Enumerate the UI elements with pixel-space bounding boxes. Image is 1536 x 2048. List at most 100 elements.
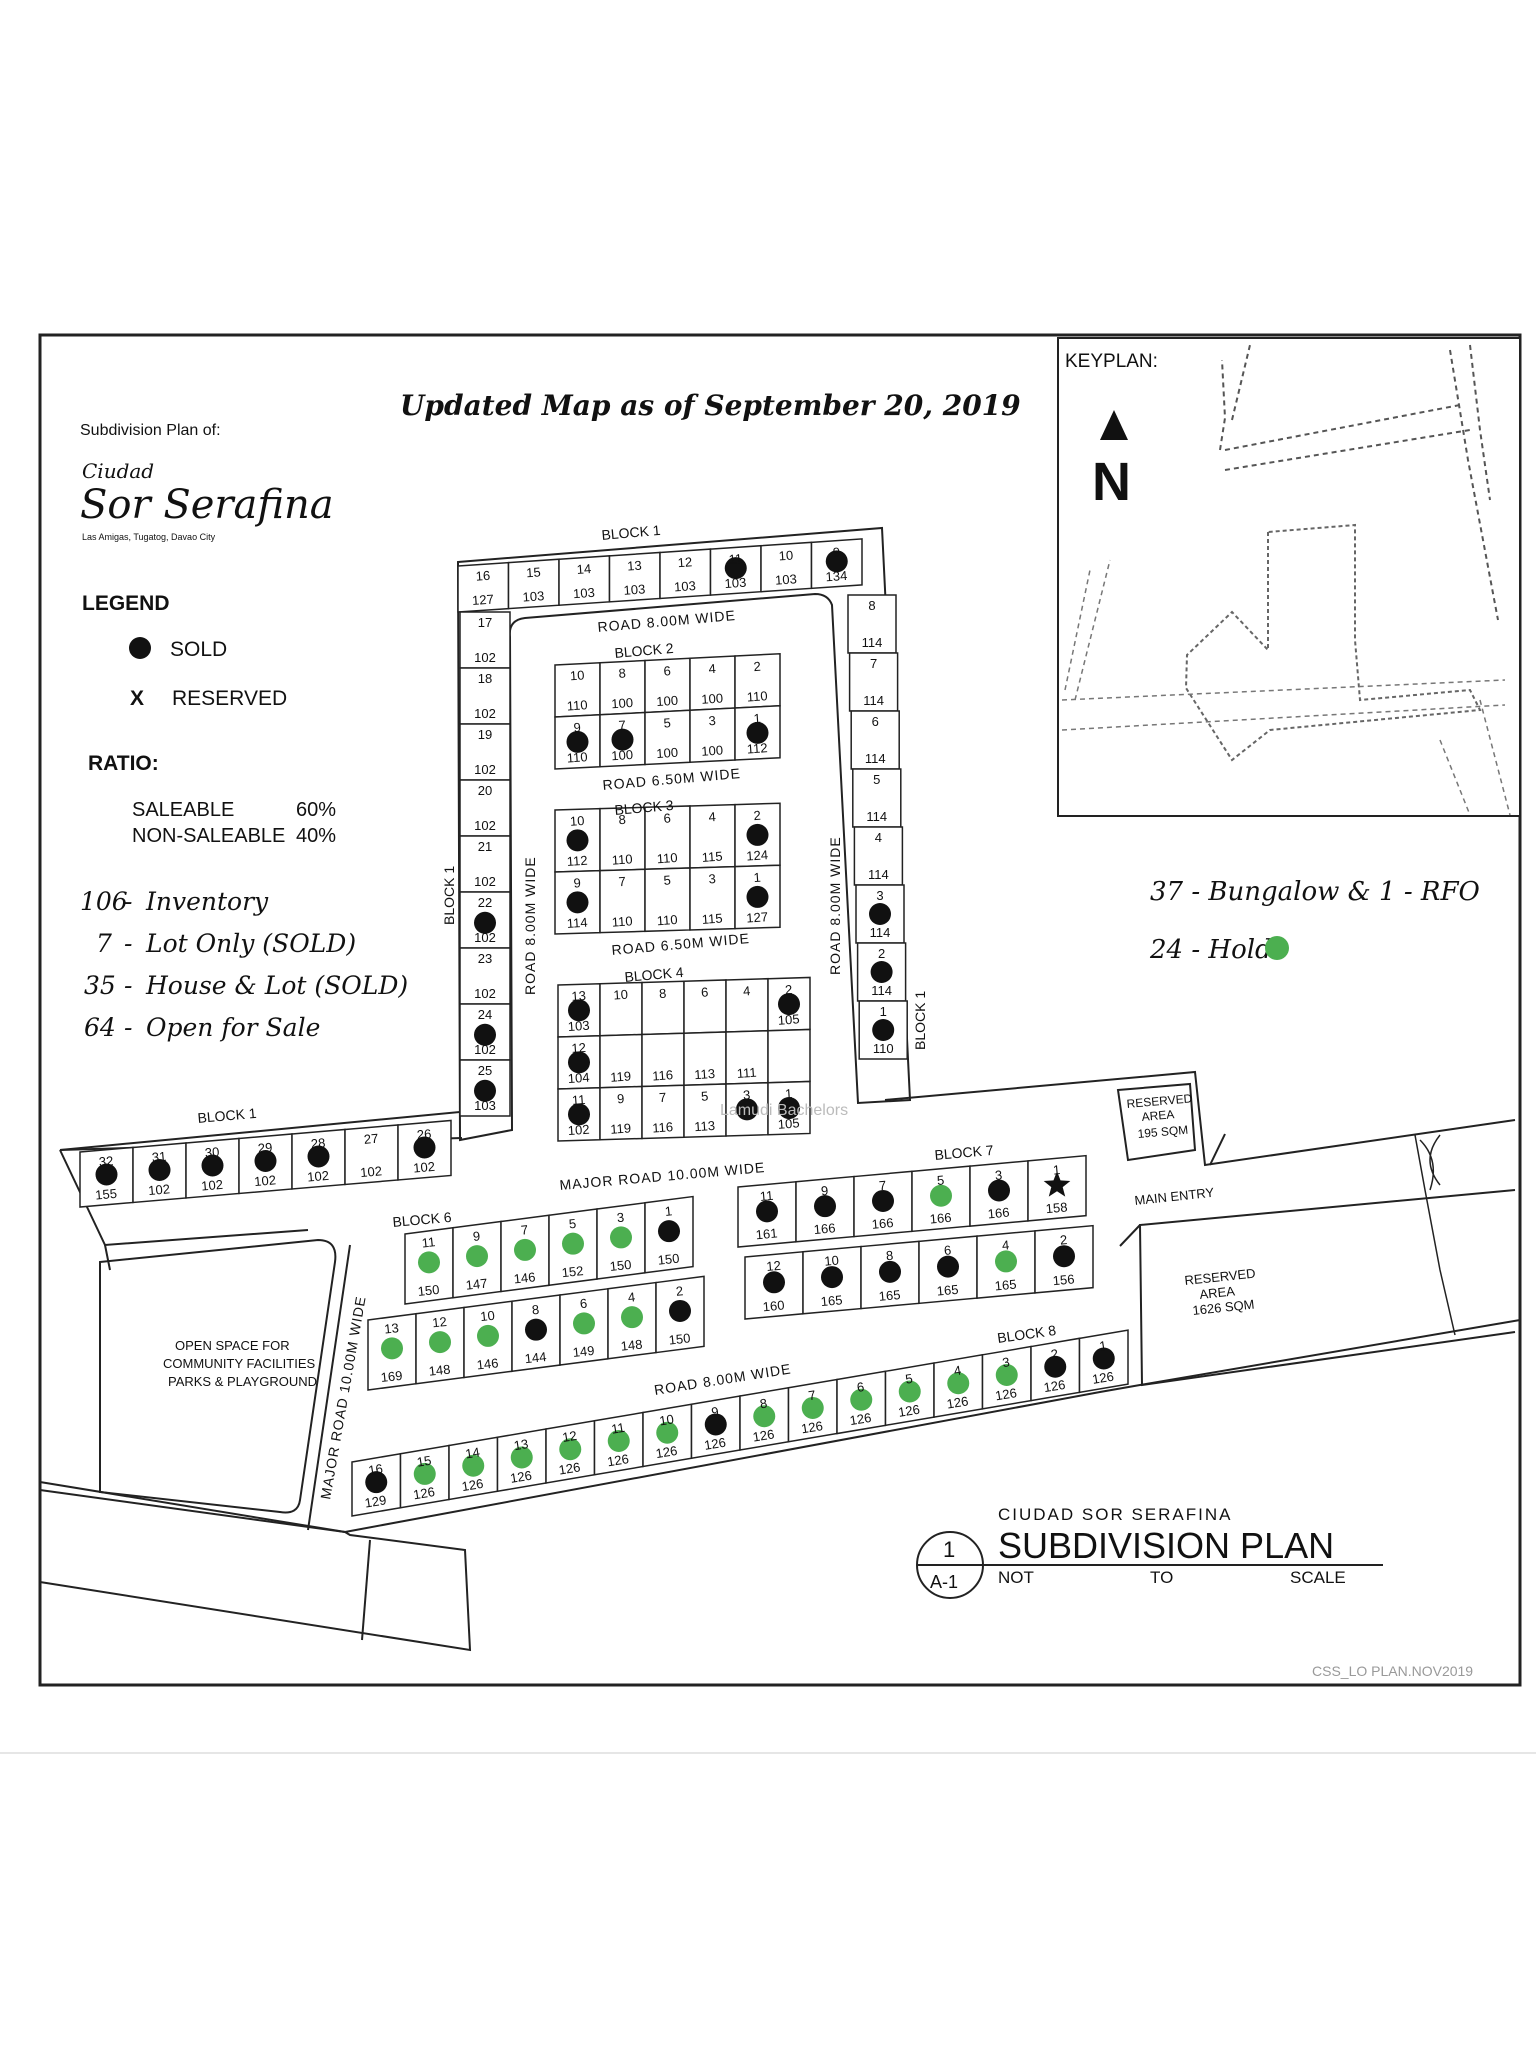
lot[interactable]: 4 xyxy=(725,977,769,1033)
lot[interactable]: 111 xyxy=(725,1029,769,1085)
lot[interactable]: 8 xyxy=(641,980,685,1036)
lot[interactable]: 116 xyxy=(641,1032,685,1088)
lot[interactable]: 6 xyxy=(683,979,727,1034)
lot[interactable]: 119 xyxy=(599,1033,643,1089)
lot[interactable]: 10 xyxy=(599,981,643,1037)
lot[interactable]: 113 xyxy=(683,1031,727,1086)
lot[interactable] xyxy=(767,1028,811,1084)
